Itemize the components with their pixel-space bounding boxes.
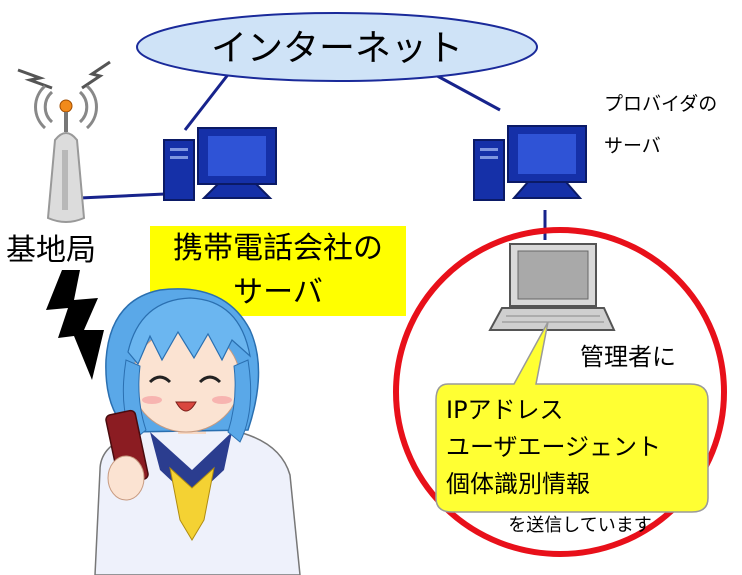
callout-suffix: を送信しています — [508, 515, 651, 536]
highlight-circle — [393, 227, 727, 557]
provider-server-label-line1: プロバイダの — [604, 93, 717, 115]
internet-cloud: インターネット — [136, 12, 538, 82]
base-station-label: 基地局 — [6, 233, 96, 268]
link-cloud-carrier — [183, 71, 232, 131]
carrier-server-label-line2: サーバ — [233, 275, 323, 310]
internet-label: インターネット — [211, 28, 463, 69]
admin-label: 管理者に — [580, 343, 676, 371]
carrier-server-icon — [163, 127, 277, 201]
laptop-icon — [488, 243, 616, 331]
link-cloud-provider — [429, 70, 501, 112]
provider-server-label-line2: サーバ — [604, 135, 661, 157]
callout-line-device-id: 個体識別情報 — [446, 470, 590, 498]
carrier-server-label-line1: 携帯電話会社の — [173, 231, 383, 266]
info-callout: IPアドレス ユーザエージェント 個体識別情報 — [435, 321, 709, 513]
network-links — [79, 70, 547, 240]
girl-illustration — [94, 288, 301, 575]
link-base-carrier — [79, 192, 166, 200]
antenna-icon — [17, 60, 111, 223]
callout-line-useragent: ユーザエージェント — [446, 433, 661, 461]
provider-server-icon — [473, 125, 587, 201]
callout-line-ip: IPアドレス — [446, 396, 564, 424]
signal-bolt-icon — [46, 270, 104, 380]
